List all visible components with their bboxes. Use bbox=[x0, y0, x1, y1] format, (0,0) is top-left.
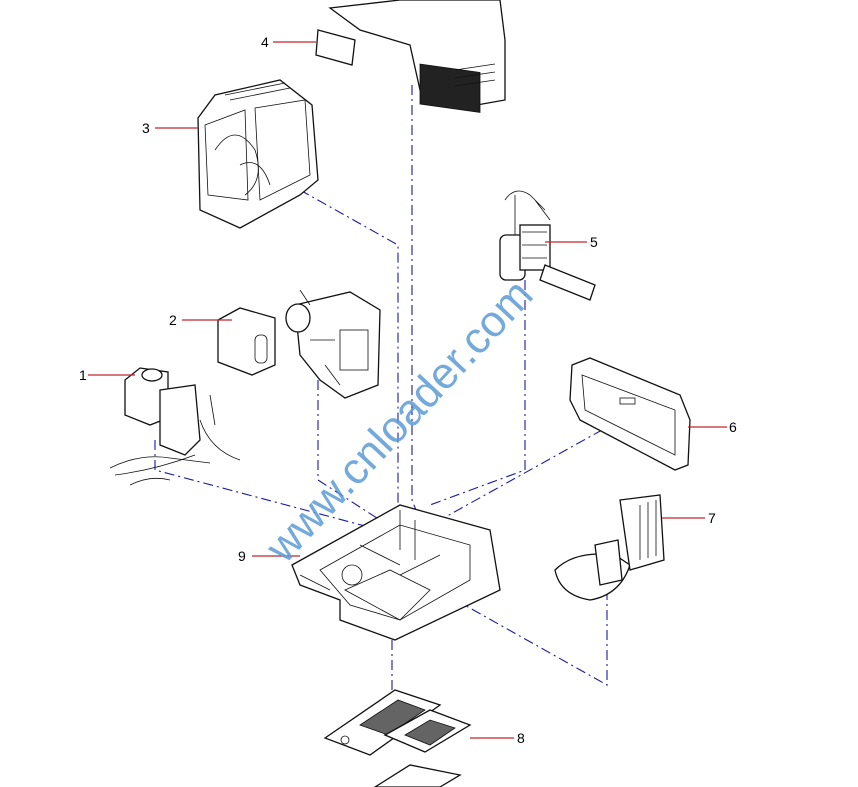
callout-4: 4 bbox=[261, 34, 269, 50]
part-1-tank-piping bbox=[109, 367, 241, 486]
callout-1: 1 bbox=[79, 367, 87, 383]
part-4-engine-hood bbox=[315, 0, 506, 113]
part-2-tank-and-engine bbox=[217, 289, 381, 399]
part-6-rear-panel bbox=[569, 357, 691, 471]
part-7-seat-bracket bbox=[554, 494, 665, 601]
part-5-hydraulic-unit bbox=[499, 190, 596, 301]
callout-3: 3 bbox=[142, 120, 150, 136]
callout-6: 6 bbox=[729, 419, 737, 435]
callout-8: 8 bbox=[517, 730, 525, 746]
callout-7: 7 bbox=[708, 510, 716, 526]
callouts: 1 2 3 4 5 6 7 8 9 bbox=[79, 34, 737, 746]
part-8-floor-plates bbox=[323, 689, 472, 787]
part-3-cab bbox=[197, 79, 319, 229]
part-9-frame bbox=[291, 504, 501, 641]
callout-5: 5 bbox=[590, 234, 598, 250]
callout-9: 9 bbox=[238, 548, 246, 564]
callout-2: 2 bbox=[169, 312, 177, 328]
